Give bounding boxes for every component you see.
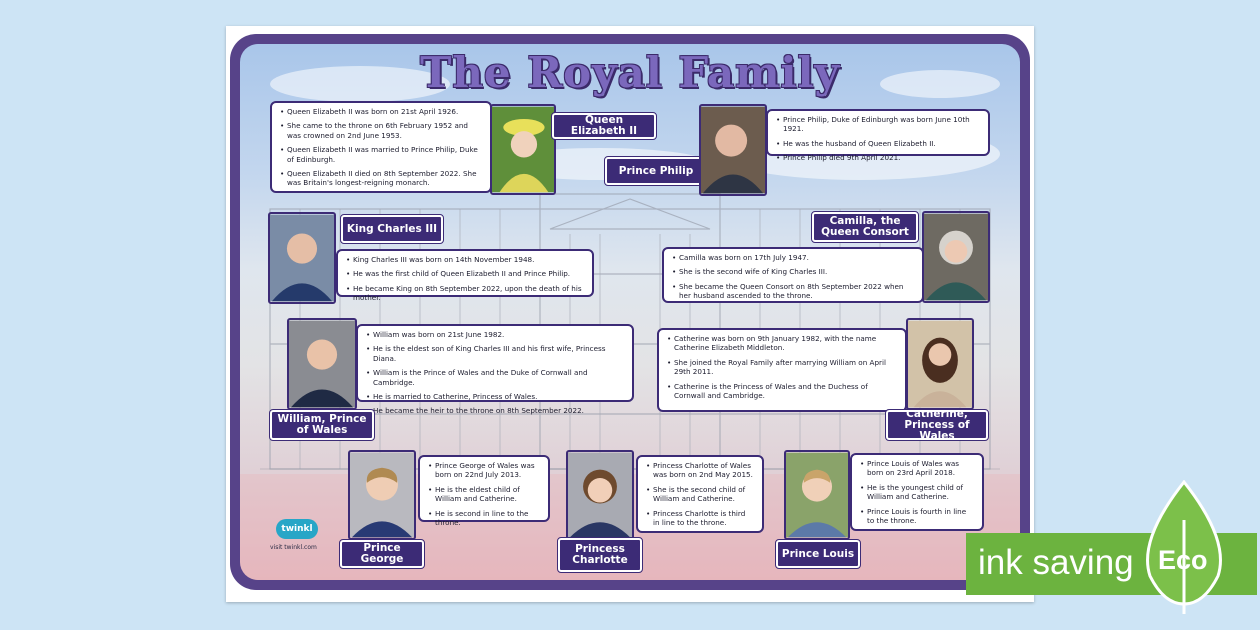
louis-facts: Prince Louis of Wales was born on 23rd A… <box>850 453 984 531</box>
leaf-icon <box>1146 480 1222 614</box>
fact: Princess Charlotte of Wales was born on … <box>646 461 754 480</box>
charles-facts: King Charles III was born on 14th Novemb… <box>336 249 594 302</box>
fact: She came to the throne on 6th February 1… <box>280 121 482 140</box>
camilla-name: Camilla, the Queen Consort <box>811 211 919 243</box>
eco-badge-label: Eco <box>1158 545 1208 575</box>
fact: He is the eldest child of William and Ca… <box>428 485 540 504</box>
elizabeth-facts: Queen Elizabeth II was born on 21st Apri… <box>270 101 492 193</box>
fact: Camilla was born on 17th July 1947. <box>672 253 914 263</box>
charles-photo <box>268 212 336 304</box>
william-name: William, Prince of Wales <box>269 409 375 441</box>
philip-name: Prince Philip <box>604 156 708 186</box>
fact: She became the Queen Consort on 8th Sept… <box>672 282 914 301</box>
elizabeth-photo <box>490 104 556 195</box>
fact: He is the youngest child of William and … <box>860 483 974 502</box>
philip-facts: Prince Philip, Duke of Edinburgh was bor… <box>766 109 990 163</box>
george-facts: Prince George of Wales was born on 22nd … <box>418 455 550 527</box>
fact: Princess Charlotte is third in line to t… <box>646 509 754 528</box>
fact: He became the heir to the throne on 8th … <box>366 406 624 416</box>
charlotte-photo <box>566 450 634 540</box>
fact: Prince Louis of Wales was born on 23rd A… <box>860 459 974 478</box>
catherine-facts: Catherine was born on 9th January 1982, … <box>657 328 907 412</box>
fact: She is the second wife of King Charles I… <box>672 267 914 277</box>
charles-name: King Charles III <box>340 214 444 244</box>
fact: He was the first child of Queen Elizabet… <box>346 269 584 279</box>
catherine-name: Catherine, Princess of Wales <box>885 408 989 441</box>
george-photo <box>348 450 416 540</box>
fact: He was the husband of Queen Elizabeth II… <box>776 139 980 149</box>
charlotte-name: Princess Charlotte <box>557 537 643 573</box>
fact: Prince Louis is fourth in line to the th… <box>860 507 974 526</box>
ink-saving-label: ink saving <box>978 543 1134 582</box>
page-title: The Royal Family <box>420 48 840 97</box>
fact: Queen Elizabeth II was born on 21st Apri… <box>280 107 482 117</box>
catherine-photo <box>906 318 974 410</box>
fact: He is second in line to the throne. <box>428 509 540 528</box>
fact: King Charles III was born on 14th Novemb… <box>346 255 584 265</box>
camilla-photo <box>922 211 990 303</box>
william-photo <box>287 318 357 410</box>
fact: He became King on 8th September 2022, up… <box>346 284 584 303</box>
fact: He is the eldest son of King Charles III… <box>366 344 624 363</box>
louis-photo <box>784 450 850 540</box>
website-text: visit twinkl.com <box>270 544 317 551</box>
fact: Prince Philip, Duke of Edinburgh was bor… <box>776 115 980 134</box>
charlotte-facts: Princess Charlotte of Wales was born on … <box>636 455 764 533</box>
fact: He is married to Catherine, Princess of … <box>366 392 624 402</box>
fact: She joined the Royal Family after marryi… <box>667 358 897 377</box>
fact: Queen Elizabeth II was married to Prince… <box>280 145 482 164</box>
fact: Prince George of Wales was born on 22nd … <box>428 461 540 480</box>
william-facts: William was born on 21st June 1982. He i… <box>356 324 634 416</box>
george-name: Prince George <box>339 539 425 569</box>
fact: Catherine is the Princess of Wales and t… <box>667 382 897 401</box>
philip-photo <box>699 104 767 196</box>
elizabeth-name: Queen Elizabeth II <box>551 112 657 140</box>
fact: Queen Elizabeth II died on 8th September… <box>280 169 482 188</box>
fact: William is the Prince of Wales and the D… <box>366 368 624 387</box>
camilla-facts: Camilla was born on 17th July 1947. She … <box>662 247 924 303</box>
fact: William was born on 21st June 1982. <box>366 330 624 340</box>
louis-name: Prince Louis <box>775 539 861 569</box>
fact: Prince Philip died 9th April 2021. <box>776 153 980 163</box>
fact: Catherine was born on 9th January 1982, … <box>667 334 897 353</box>
twinkl-logo: twinkl <box>276 519 318 539</box>
fact: She is the second child of William and C… <box>646 485 754 504</box>
